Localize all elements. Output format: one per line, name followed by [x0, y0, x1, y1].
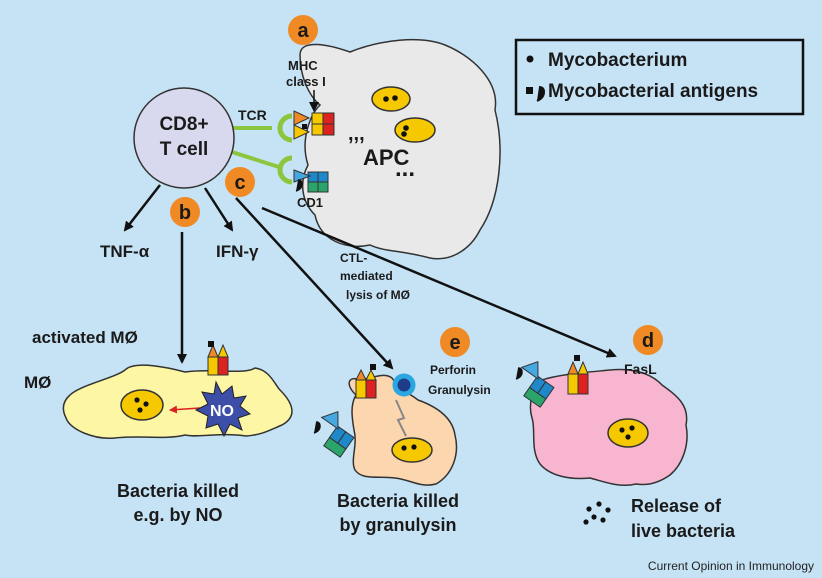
tcr-label: TCR [238, 107, 267, 123]
badge-c: c [225, 167, 255, 197]
svg-text:c: c [234, 172, 245, 194]
badge-b: b [170, 197, 200, 227]
tcr-receptor [231, 113, 293, 185]
ctl-label-line1: CTL- [340, 251, 367, 265]
legend-mycobacterium-label: Mycobacterium [548, 50, 687, 71]
svg-text:e: e [449, 332, 460, 354]
perforin-granule-icon [392, 373, 416, 397]
cd1-molecule [293, 169, 329, 193]
bacterium-icon [120, 389, 164, 421]
arrow-to-tnf [123, 184, 161, 232]
svg-text:b: b [179, 202, 191, 224]
activated-macrophage-cell: NO [62, 364, 293, 439]
cd8-t-cell: CD8+ T cell [133, 87, 235, 189]
released-bacteria-dots [583, 501, 611, 525]
granulysin-target-cell [348, 373, 458, 486]
apc-antigens-commas: ,,, [348, 123, 365, 145]
no-burst-icon [194, 380, 252, 438]
tcell-label-line2: T cell [160, 139, 209, 160]
fasl-label: FasL [624, 361, 657, 377]
svg-text:a: a [297, 20, 309, 42]
arrow-to-granulysin-cell [235, 197, 394, 370]
legend: Mycobacterium Mycobacterial antigens [514, 38, 805, 116]
antigen-comma-icon [313, 421, 321, 434]
membrane-pore-icon [395, 399, 407, 437]
apc-label: APC [363, 145, 410, 170]
fasl-target-cell [529, 368, 688, 487]
footer-credit: Current Opinion in Immunology [648, 559, 814, 573]
cd1-label: CD1 [297, 195, 323, 210]
caption-granulysin-line2: by granulysin [339, 515, 456, 535]
no-label: NO [210, 403, 234, 420]
arrow-to-ifn [203, 187, 234, 232]
fasl-cell-receptor [567, 355, 589, 395]
bacterium-icon [607, 418, 649, 448]
no-kill-arrow [169, 405, 201, 414]
granulysin-cell-receptor [355, 364, 377, 399]
badge-e: e [440, 327, 470, 357]
mhc-label-line1: MHC [288, 58, 318, 73]
tnf-label: TNF-α [100, 242, 150, 261]
badge-d: d [633, 325, 663, 355]
tcell-label-line1: CD8+ [159, 114, 208, 135]
fasl-cell-cd1 [520, 360, 555, 408]
antigen-comma-icon [515, 367, 523, 380]
caption-no-line1: Bacteria killed [117, 481, 239, 501]
ctl-label-line3: lysis of MØ [346, 288, 410, 302]
macrophage-receptor-1 [207, 341, 229, 376]
antigen-square-icon [526, 87, 533, 94]
arrow-to-fasl-cell [261, 206, 617, 358]
mycobacterium-dot-icon [526, 55, 534, 63]
svg-text:d: d [642, 330, 654, 352]
granulysin-cell-cd1 [320, 410, 355, 458]
caption-no-line2: e.g. by NO [133, 505, 222, 525]
legend-antigens-label: Mycobacterial antigens [548, 81, 758, 102]
caption-granulysin-line1: Bacteria killed [337, 491, 459, 511]
bacterium-icon [371, 86, 411, 112]
apc-ellipsis: ... [395, 155, 415, 182]
granulysin-label: Granulysin [428, 383, 491, 397]
caption-release-line1: Release of [631, 496, 722, 516]
ctl-label-line2: mediated [340, 269, 393, 283]
perforin-label: Perforin [430, 363, 476, 377]
ifn-label: IFN-γ [216, 242, 259, 261]
mhc-class-i-molecule [293, 110, 335, 140]
bacterium-icon [391, 437, 433, 463]
caption-release-line2: live bacteria [631, 521, 736, 541]
badge-a: a [288, 15, 318, 45]
activated-macrophage-label: activated MØ [32, 328, 138, 347]
apc-cell: ,,, APC ... [299, 38, 501, 260]
bacterium-icon [394, 117, 436, 143]
mhc-label-line2: class I [286, 74, 326, 89]
antigen-comma-icon [536, 86, 546, 102]
macrophage-label: MØ [24, 373, 51, 392]
